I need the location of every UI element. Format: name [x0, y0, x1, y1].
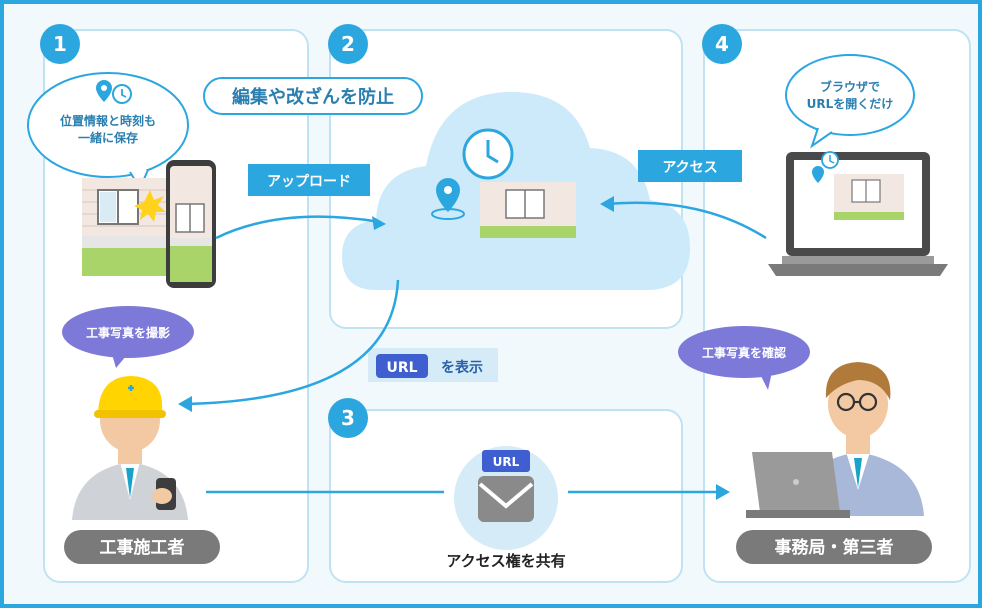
mail-icon: URL [454, 446, 558, 550]
office-laptop [746, 452, 850, 518]
mail-url-badge: URL [493, 455, 520, 469]
access-arrow [605, 201, 767, 240]
contractor-text: 工事施工者 [100, 537, 185, 558]
third-party-label: 事務局・第三者 [736, 530, 932, 564]
location-time-speech-bubble: 位置情報と時刻も 一緒に保存 [27, 72, 189, 191]
url-badge-text: URL [386, 360, 417, 376]
cloud-window-photo-icon [480, 182, 576, 238]
speech-line-1: 位置情報と時刻も [60, 113, 156, 128]
arrows [183, 201, 767, 494]
url-return-arrow [183, 279, 400, 406]
take-photo-text: 工事写真を撮影 [86, 325, 170, 340]
laptop-location-pin-icon [812, 166, 824, 183]
browser-speech-line-1: ブラウザで [820, 79, 880, 94]
speech-line-2: 一緒に保存 [78, 130, 138, 145]
cloud-clock-icon [462, 128, 514, 180]
step-badge-2: 2 [328, 24, 368, 64]
location-pin-icon [96, 80, 112, 102]
laptop-clock-icon [821, 151, 839, 169]
clock-icon [112, 84, 132, 104]
share-access-caption: アクセス権を共有 [446, 552, 565, 570]
step-number-4: 4 [715, 32, 729, 56]
third-party-text: 事務局・第三者 [775, 537, 894, 558]
cloud-location-pin-icon [431, 178, 465, 220]
check-photo-bubble: 工事写真を確認 [678, 326, 810, 390]
contractor-label: 工事施工者 [64, 530, 220, 564]
upload-tag: アップロード [248, 164, 370, 196]
step-badge-3: 3 [328, 398, 368, 438]
helmet-icon [98, 376, 163, 414]
access-arrow-head [600, 196, 614, 212]
upload-arrow-head [372, 216, 386, 230]
step-badge-1: 1 [40, 24, 80, 64]
house-photo-scene [82, 178, 166, 276]
take-photo-bubble: 工事写真を撮影 [62, 306, 194, 368]
url-display-text: を表示 [441, 359, 483, 376]
glasses-icon [836, 392, 878, 412]
access-tag-text: アクセス [662, 160, 717, 176]
step-number-1: 1 [53, 32, 67, 56]
tamper-proof-text: 編集や改ざんを防止 [232, 86, 394, 108]
step-badge-4: 4 [702, 24, 742, 64]
tamper-proof-pill: 編集や改ざんを防止 [203, 77, 423, 115]
browser-speech-bubble: ブラウザで URLを開くだけ [785, 54, 915, 149]
share-arrow-head [716, 484, 730, 500]
url-return-arrow-head [178, 396, 192, 412]
step-number-3: 3 [341, 406, 355, 430]
arrow-heads [178, 196, 730, 500]
access-tag: アクセス [638, 150, 742, 182]
check-photo-text: 工事写真を確認 [702, 345, 786, 360]
laptop [768, 151, 948, 276]
step-number-2: 2 [341, 32, 355, 56]
construction-worker [72, 376, 188, 520]
smartphone [166, 160, 216, 288]
url-display-pill: URL を表示 [368, 348, 498, 382]
camera-flash-icon [134, 190, 166, 222]
upload-tag-text: アップロード [267, 174, 351, 190]
browser-speech-line-2: URLを開くだけ [807, 97, 894, 111]
upload-arrow [215, 215, 381, 240]
